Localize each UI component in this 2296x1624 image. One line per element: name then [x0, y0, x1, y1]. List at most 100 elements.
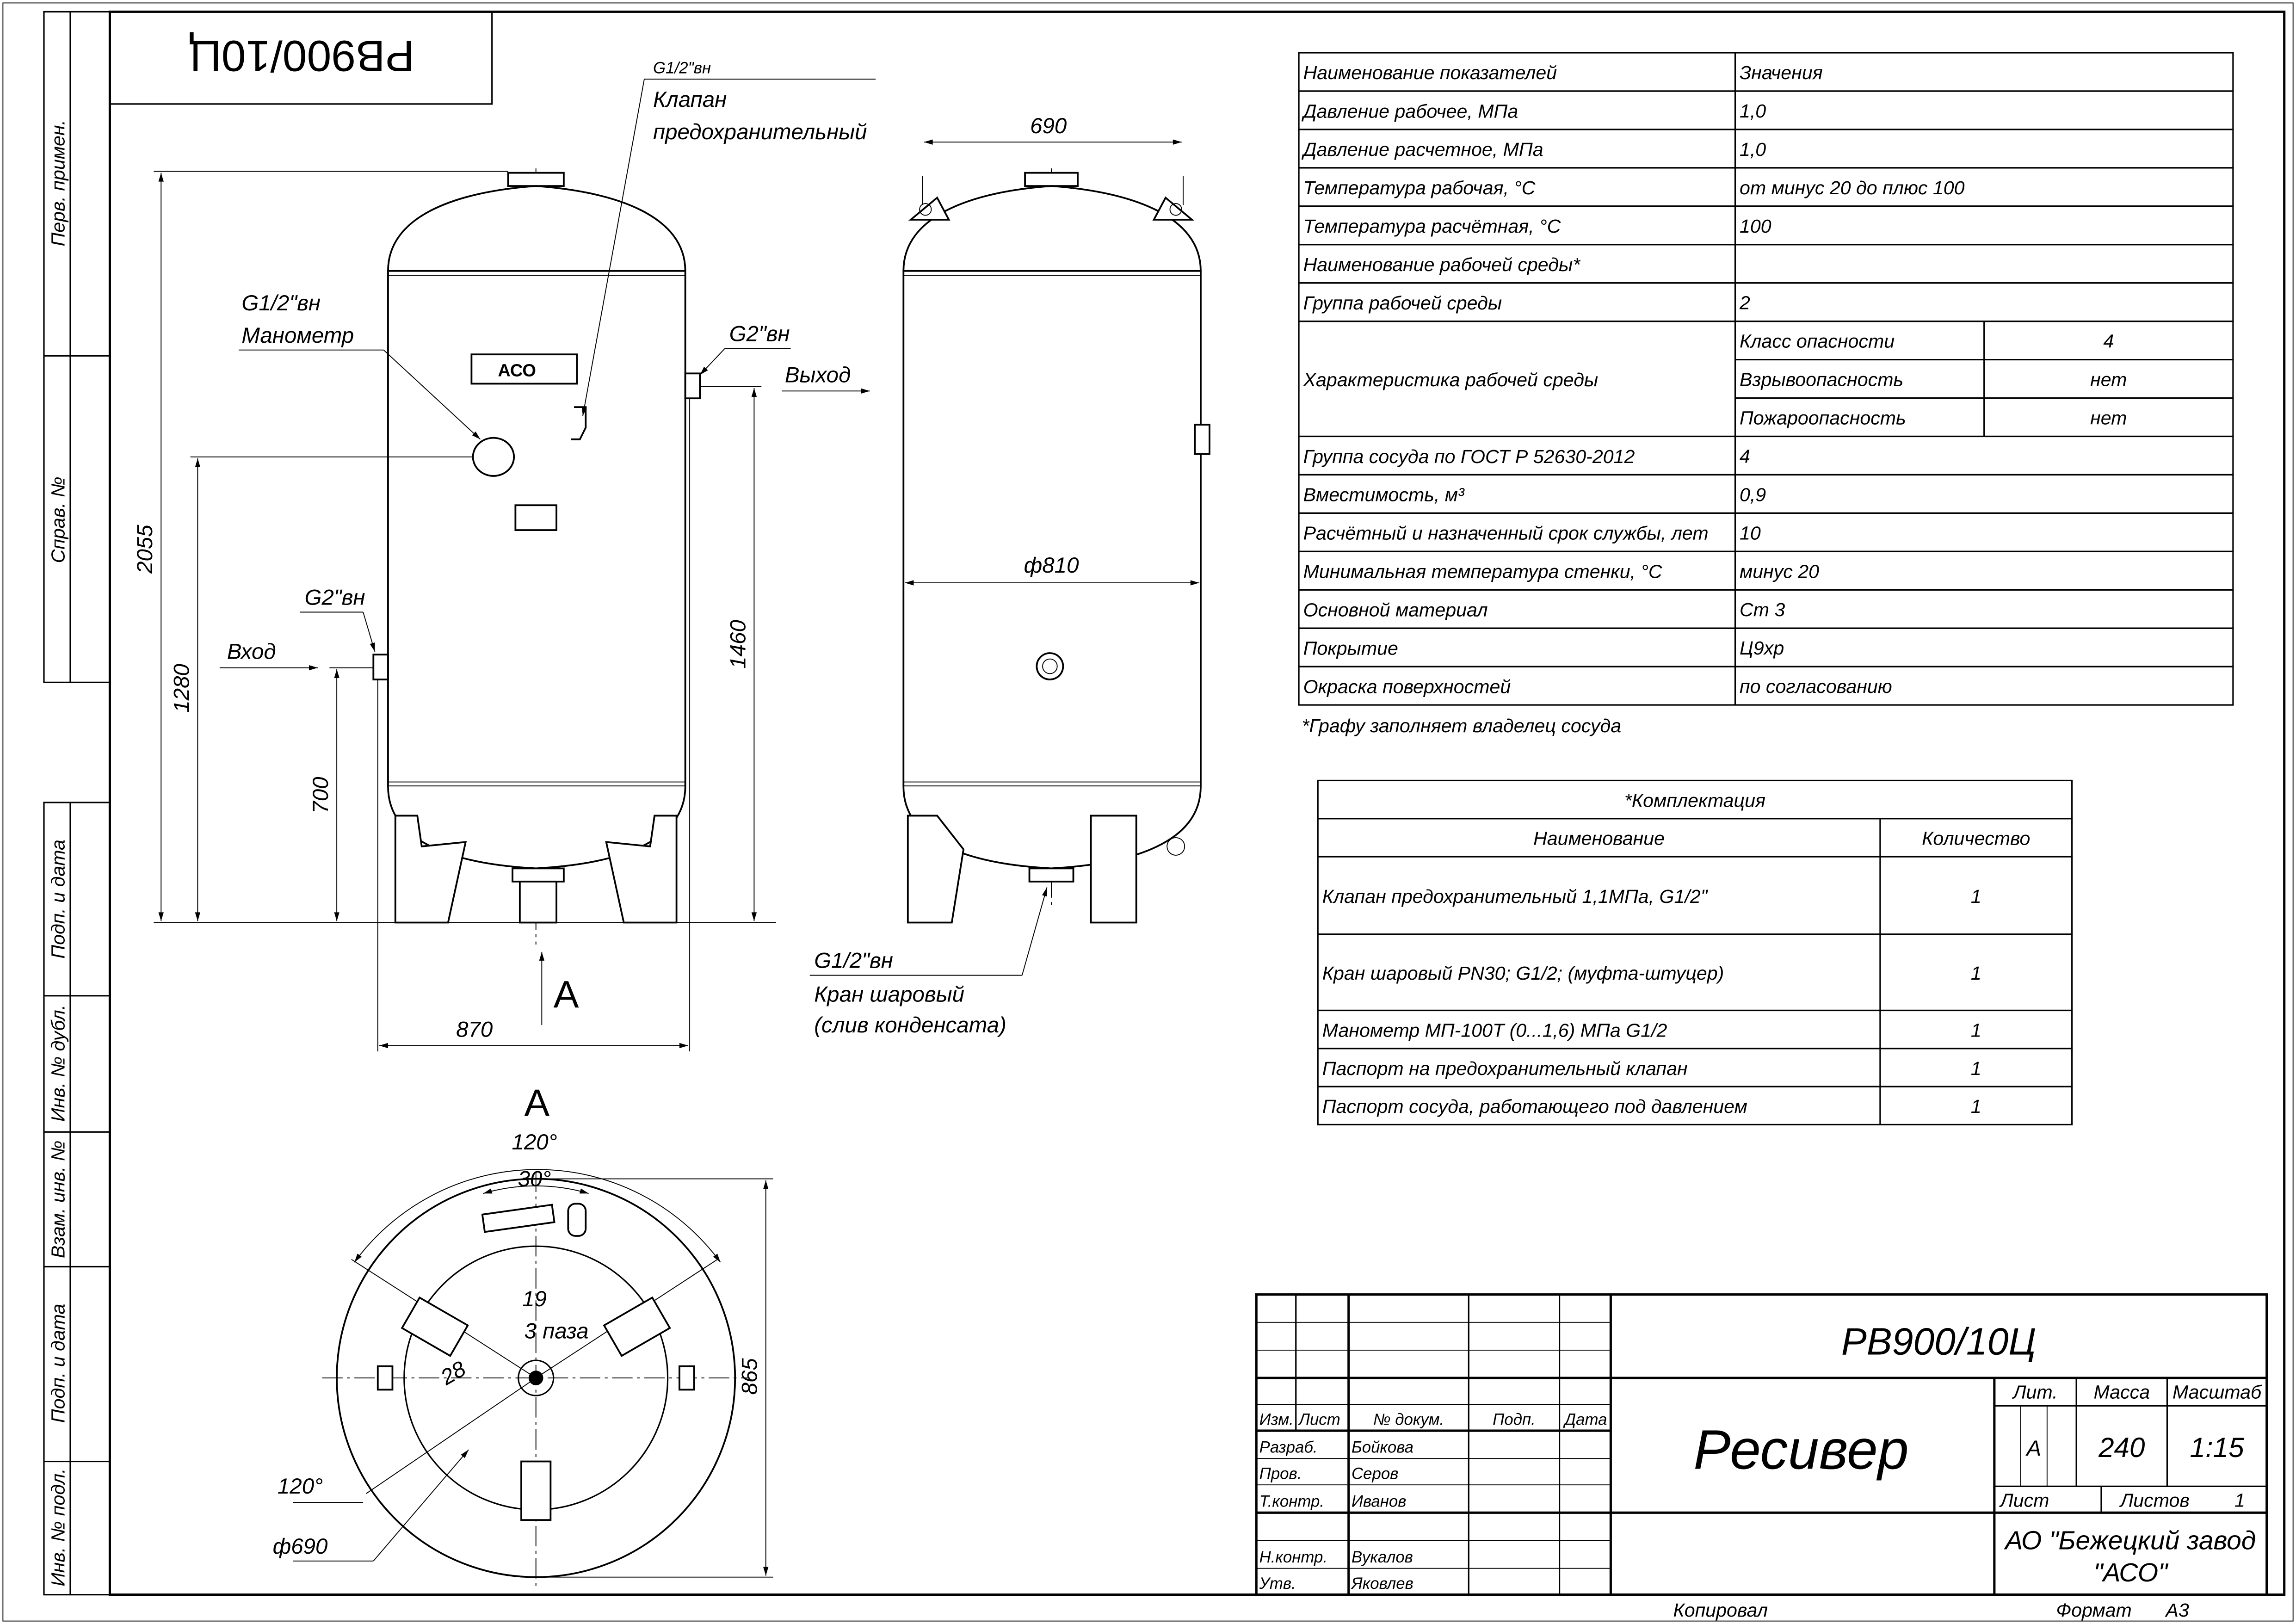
side-view: 690 ф810 G1/2"вн Кран шаровый (слив конд…	[809, 114, 1210, 1037]
dim-label: 30°	[518, 1167, 551, 1191]
leg-foot	[520, 1460, 552, 1521]
param-name: Давление расчетное, МПа	[1302, 139, 1543, 160]
header-cell: Наименование	[1533, 828, 1665, 849]
lifting-lug	[1152, 196, 1195, 221]
lug	[567, 1203, 587, 1237]
stamp-label: Инв. № подл.	[47, 1468, 68, 1586]
callout-text: Клапан	[653, 87, 727, 112]
sub-param-value: нет	[2090, 408, 2127, 429]
signer-role: Т.контр.	[1259, 1493, 1324, 1511]
top-head	[387, 185, 686, 271]
pressure-gauge-port	[472, 437, 515, 477]
signer-name: Иванов	[1352, 1493, 1406, 1511]
mass-label: Масса	[2093, 1381, 2150, 1402]
kit-item-name: Манометр МП-100Т (0...1,6) МПа G1/2	[1322, 1019, 1667, 1041]
dim-label: 19	[522, 1287, 547, 1311]
stamp-label: Справ. №	[47, 476, 68, 563]
callout-text: G1/2"вн	[241, 291, 321, 315]
safety-valve	[1194, 424, 1210, 455]
callout-text: G1/2"вн	[653, 59, 711, 77]
col-header: Дата	[1563, 1410, 1607, 1428]
dim-label: 1280	[169, 664, 194, 713]
kit-item-name: Клапан предохранительный 1,1МПа, G1/2"	[1322, 886, 1709, 907]
col-header: Лист	[1298, 1410, 1340, 1428]
param-name: Температура расчётная, °С	[1303, 216, 1561, 237]
param-name: Группа рабочей среды	[1303, 292, 1502, 314]
param-value: от минус 20 до плюс 100	[1740, 177, 1965, 198]
param-value: Ст 3	[1740, 599, 1785, 620]
kit-item-name: Паспорт сосуда, работающего под давление…	[1322, 1096, 1747, 1117]
dim-label: 120°	[278, 1474, 323, 1499]
header-cell: Значения	[1740, 62, 1823, 83]
dim-label: 690	[1030, 114, 1067, 138]
param-name: Окраска поверхностей	[1303, 676, 1511, 697]
copied-label: Копировал	[1673, 1599, 1768, 1621]
aco-logo: АСО	[498, 361, 536, 381]
dim-angle-120	[354, 1169, 721, 1263]
callout-text: Манометр	[241, 323, 354, 348]
support-leg	[907, 815, 965, 924]
signer-name: Серов	[1352, 1465, 1398, 1483]
drain-pipe	[518, 880, 557, 924]
param-value: 0,9	[1740, 484, 1766, 505]
support-leg	[1090, 815, 1137, 924]
side-stamps: Перв. примен. Справ. № Подп. и дата Инв.…	[43, 11, 111, 1596]
kit-title: *Комплектация	[1624, 790, 1765, 811]
callout-text: G2"вн	[304, 586, 365, 610]
param-value: по согласованию	[1740, 676, 1892, 697]
table-row	[1298, 666, 2234, 706]
param-name: Расчётный и назначенный срок службы, лет	[1303, 523, 1709, 544]
dim-label: ф690	[273, 1534, 328, 1559]
param-value: минус 20	[1740, 561, 1819, 582]
kit-item-name: Кран шаровый PN30; G1/2; (муфта-штуцер)	[1322, 963, 1724, 984]
param-name: Основной материал	[1303, 599, 1488, 621]
spec-footnote: *Графу заполняет владелец сосуда	[1302, 715, 1621, 736]
view-a: A 120° 30° 19 3 паза 28 120° ф690 865	[273, 1081, 773, 1589]
lit-label: Лит.	[2012, 1381, 2057, 1402]
mirrored-stamp-box	[109, 11, 493, 105]
stamp-label: Подп. и дата	[47, 840, 68, 959]
param-name: Минимальная температура стенки, °С	[1303, 561, 1662, 582]
mass-value: 240	[2098, 1432, 2145, 1463]
logo-plate	[470, 353, 578, 385]
signer-name: Яковлев	[1351, 1575, 1413, 1593]
front-view: АСО 2055 1280 700 1460 870 G1/2"вн Клапа…	[133, 59, 876, 1052]
dim-label: 2055	[133, 525, 157, 574]
param-name: Наименование рабочей среды*	[1303, 254, 1581, 275]
sub-param-value: 4	[2103, 331, 2114, 352]
dim-label: 120°	[512, 1130, 557, 1155]
param-name: Температура рабочая, °С	[1303, 177, 1536, 198]
bottom-flange	[512, 867, 565, 883]
kit-item-qty: 1	[1971, 1058, 1981, 1079]
col-header: № докум.	[1373, 1410, 1444, 1428]
dim-label: 700	[309, 777, 333, 813]
col-header: Изм.	[1259, 1410, 1294, 1428]
signer-role: Пров.	[1259, 1465, 1302, 1483]
dim-label: 1460	[726, 620, 750, 669]
view-a-title: A	[524, 1081, 549, 1124]
dim-label: ф810	[1024, 553, 1079, 578]
sheets-label: Листов	[2119, 1490, 2190, 1511]
kit-item-qty: 1	[1971, 1019, 1981, 1041]
param-name: Покрытие	[1303, 637, 1398, 659]
sub-param-name: Класс опасности	[1740, 331, 1895, 352]
signer-name: Вукалов	[1352, 1548, 1413, 1566]
company-name: "АСО"	[2093, 1558, 2169, 1587]
header-cell: Количество	[1922, 828, 2030, 849]
kit-row	[1317, 1086, 2073, 1125]
param-value: 1,0	[1740, 139, 1766, 160]
leg-foot	[401, 1296, 469, 1357]
kit-item-qty: 1	[1971, 886, 1981, 907]
param-value: 4	[1740, 445, 1750, 467]
callout-text: Кран шаровый	[814, 982, 964, 1007]
format-label: Формат	[2056, 1599, 2131, 1621]
view-arrow-label: A	[554, 973, 579, 1016]
kit-item-qty: 1	[1971, 963, 1981, 984]
callout-text: G2"вн	[729, 322, 790, 346]
param-name: Давление рабочее, МПа	[1302, 100, 1518, 122]
col-header: Подп.	[1493, 1410, 1536, 1428]
side-nozzle	[1036, 652, 1064, 680]
